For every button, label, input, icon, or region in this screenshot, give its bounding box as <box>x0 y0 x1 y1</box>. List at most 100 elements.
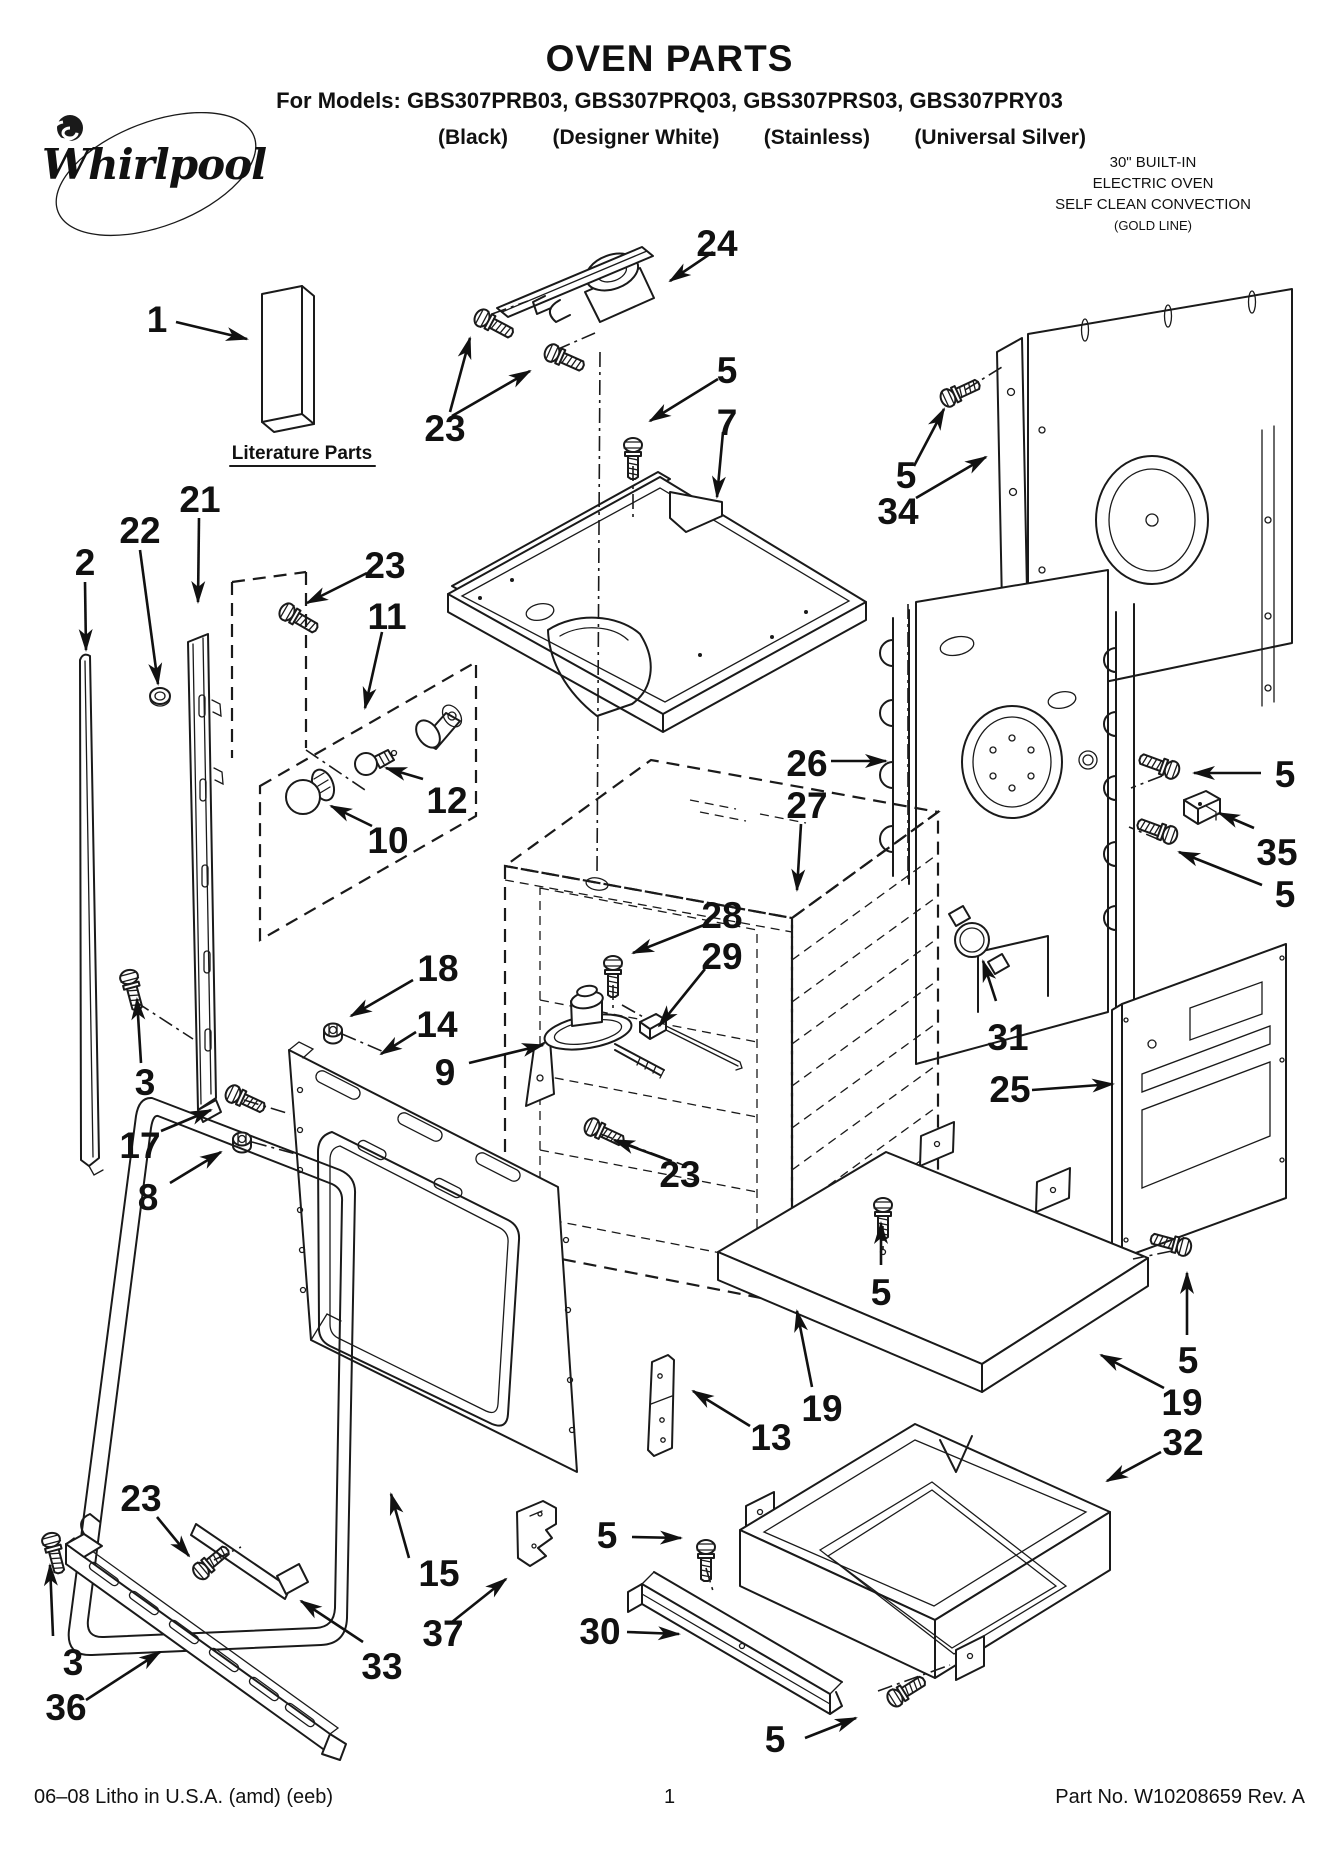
light-lens <box>285 768 336 815</box>
callout-arrow <box>131 997 146 1064</box>
screw-glyph <box>275 599 322 638</box>
callout-arrow <box>612 1138 672 1163</box>
alignment-leader <box>596 351 601 877</box>
callout-arrow <box>1031 1078 1115 1093</box>
part-callout-17: 17 <box>119 1125 160 1166</box>
spec-line: SELF CLEAN CONVECTION <box>1055 196 1251 213</box>
logo-swirl-icon <box>51 115 83 142</box>
part-callout-23: 23 <box>424 408 465 449</box>
part-callout-21: 21 <box>179 479 220 520</box>
callout-arrow <box>451 369 532 418</box>
screw-glyph <box>117 966 148 1014</box>
color-variant: (Stainless) <box>763 126 870 149</box>
alignment-leader <box>1130 775 1163 789</box>
part-callout-37: 37 <box>422 1613 463 1654</box>
light-bulb <box>354 749 398 776</box>
alignment-leader <box>1132 1250 1173 1260</box>
callout-arrow <box>191 517 206 604</box>
front-frame <box>288 1041 578 1473</box>
callout-arrow <box>648 377 719 423</box>
part-callout-19: 19 <box>801 1388 842 1429</box>
part-callout-31: 31 <box>987 1017 1028 1058</box>
screw-glyph <box>696 1539 716 1582</box>
part-callout-26: 26 <box>786 743 827 784</box>
callout-arrow <box>448 336 472 413</box>
nut-glyph <box>323 1022 343 1045</box>
callout-arrow <box>468 1043 545 1065</box>
spec-line: 30" BUILT-IN <box>1109 154 1197 171</box>
clip-bracket <box>516 1500 557 1567</box>
part-callout-12: 12 <box>426 780 467 821</box>
callout-arrow <box>981 959 998 1002</box>
color-variant: (Universal Silver) <box>914 126 1086 149</box>
door-gasket <box>67 1096 357 1657</box>
callout-arrow <box>657 968 707 1028</box>
part-callout-18: 18 <box>417 948 458 989</box>
part-callout-5: 5 <box>717 350 738 391</box>
callout-arrow <box>631 923 705 955</box>
callout-arrow <box>78 581 93 652</box>
part-callout-5: 5 <box>1275 874 1296 915</box>
alignment-leader <box>251 1141 297 1155</box>
callout-arrow <box>451 1577 508 1624</box>
part-callout-25: 25 <box>989 1069 1030 1110</box>
callout-arrow <box>791 823 806 892</box>
alignment-leader <box>964 366 1003 391</box>
part-callout-30: 30 <box>579 1611 620 1652</box>
color-variant: (Designer White) <box>552 126 720 149</box>
part-callout-5: 5 <box>871 1272 892 1313</box>
callout-arrow <box>691 1389 751 1428</box>
page-number: 1 <box>663 1786 676 1808</box>
alignment-leader <box>135 1001 194 1040</box>
callout-arrow <box>160 1108 213 1133</box>
callout-arrow <box>384 766 424 781</box>
color-variants: (Black)(Designer White)(Stainless)(Unive… <box>438 126 1086 150</box>
callout-arrow <box>155 1516 191 1558</box>
callout-arrow <box>299 1599 364 1644</box>
screw-glyph <box>936 374 984 411</box>
screw-glyph <box>1133 813 1181 847</box>
callout-arrow <box>85 1650 162 1702</box>
callout-arrow <box>804 1716 858 1740</box>
callout-arrow <box>631 1530 683 1545</box>
models-line: For Models: GBS307PRB03, GBS307PRQ03, GB… <box>276 88 1063 113</box>
callout-arrow <box>912 407 946 467</box>
callout-arrow <box>1177 850 1263 887</box>
shelf-panel <box>717 1121 1149 1393</box>
callout-arrow <box>668 250 714 283</box>
part-callout-28: 28 <box>701 895 742 936</box>
alignment-leader <box>243 1099 291 1115</box>
part-callout-19: 19 <box>1161 1382 1202 1423</box>
part-callout-23: 23 <box>659 1154 700 1195</box>
callout-arrow <box>329 804 373 828</box>
callout-arrow <box>43 1563 58 1637</box>
oven-sensor <box>639 1013 743 1071</box>
part-callout-34: 34 <box>877 491 919 532</box>
part-callout-33: 33 <box>361 1646 402 1687</box>
part-callout-13: 13 <box>750 1417 791 1458</box>
page-title: OVEN PARTS <box>545 38 794 79</box>
part-callout-29: 29 <box>701 936 742 977</box>
callout-arrow <box>1105 1450 1162 1483</box>
litho-note: 06–08 Litho in U.S.A. (amd) (eeb) <box>34 1786 334 1808</box>
screw-glyph <box>883 1671 930 1711</box>
part-callout-15: 15 <box>418 1553 459 1594</box>
callout-arrow <box>626 1626 681 1641</box>
part-callout-5: 5 <box>1275 754 1296 795</box>
top-panel <box>447 471 867 733</box>
screw-glyph <box>580 1114 628 1151</box>
callout-arrow <box>379 1030 417 1056</box>
callout-arrow <box>389 1492 411 1559</box>
side-bracket <box>647 1354 675 1457</box>
door-latch-assembly <box>496 246 655 323</box>
alignment-leader <box>597 1132 687 1167</box>
part-callout-32: 32 <box>1162 1422 1203 1463</box>
part-callout-36: 36 <box>45 1687 86 1728</box>
screw-glyph <box>39 1529 70 1577</box>
part-callout-5: 5 <box>896 455 917 496</box>
part-callout-27: 27 <box>786 785 827 826</box>
part-callout-23: 23 <box>364 545 405 586</box>
bottom-channel <box>627 1571 843 1715</box>
callout-arrow <box>794 1309 814 1388</box>
